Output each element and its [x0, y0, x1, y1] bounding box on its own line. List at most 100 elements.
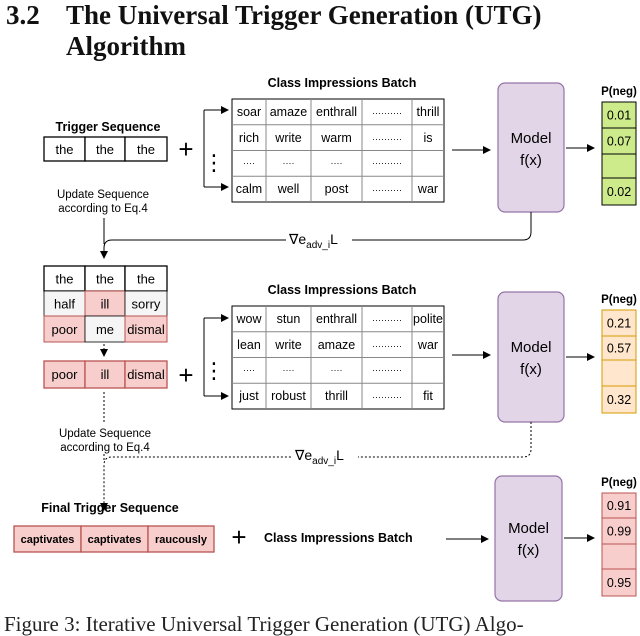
section-title: The Universal Trigger Generation (UTG) — [66, 0, 542, 30]
gradient-label: ∇eadv_iL — [294, 447, 344, 467]
batch-cell: amaze — [318, 338, 356, 352]
model-box: Model f(x) — [497, 82, 565, 213]
batch-cell: ···· — [243, 158, 255, 168]
plus-sign: + — [231, 522, 246, 552]
batch-cell: ···· — [283, 365, 295, 375]
batch-cell: fit — [423, 389, 433, 403]
batch-header: Class Impressions Batch — [268, 283, 417, 297]
pneg-value: 0.32 — [607, 393, 631, 407]
model-function: f(x) — [520, 152, 542, 169]
candidate-token: the — [55, 272, 73, 287]
update-sequence-label: Update Sequence — [57, 189, 149, 201]
trigger-sequence-label: Trigger Sequence — [56, 120, 161, 134]
candidate-token: the — [96, 272, 114, 287]
batch-bracket — [203, 314, 229, 400]
section-number: 3.2 — [6, 0, 40, 30]
batch-cell: war — [417, 182, 438, 196]
plus-sign: + — [178, 360, 193, 390]
batch-header: Class Impressions Batch — [268, 76, 417, 90]
batch-cell: war — [417, 338, 438, 352]
batch-cell: robust — [271, 389, 306, 403]
selected-token: ill — [101, 367, 110, 382]
candidate-token: ill — [101, 297, 110, 312]
batch-cell: well — [277, 182, 300, 196]
utg-figure: Trigger Sequence the the the + ⋮ Class I… — [13, 76, 637, 602]
pneg-value: 0.99 — [607, 525, 631, 539]
final-token: raucously — [155, 534, 208, 546]
model-label: Model — [508, 520, 549, 537]
candidate-token: half — [54, 297, 75, 312]
selected-trigger: poor ill dismal — [43, 360, 168, 389]
batch-cell: wow — [235, 312, 262, 326]
pneg-value: 0.95 — [607, 576, 631, 590]
pneg-header: P(neg) — [601, 477, 637, 489]
model-label: Model — [511, 339, 552, 356]
batch-cell: ·········· — [372, 341, 402, 351]
model-function: f(x) — [520, 361, 542, 378]
batch-cell: ·········· — [372, 315, 402, 325]
section-heading: 3.2 The Universal Trigger Generation (UTG… — [6, 0, 640, 62]
batch-cell: write — [274, 338, 301, 352]
final-trigger-label: Final Trigger Sequence — [41, 501, 179, 515]
batch-label: Class Impressions Batch — [264, 531, 413, 545]
update-sequence-label: according to Eq.4 — [60, 442, 150, 454]
batch-cell: thrill — [325, 389, 348, 403]
model-function: f(x) — [518, 542, 540, 559]
pneg-value: 0.01 — [607, 109, 631, 123]
trigger-token: the — [55, 142, 73, 157]
batch-cell: ···· — [331, 158, 343, 168]
final-token: captivates — [88, 534, 142, 546]
plus-sign: + — [178, 134, 193, 164]
candidate-token: dismal — [127, 322, 165, 337]
section-title-continued: Algorithm — [66, 31, 186, 61]
update-sequence-label: Update Sequence — [59, 428, 151, 440]
candidate-token: sorry — [132, 297, 161, 312]
model-box: Model f(x) — [497, 291, 565, 423]
candidate-token: the — [137, 272, 155, 287]
batch-cell: ·········· — [372, 185, 402, 195]
final-token: captivates — [21, 534, 75, 546]
selected-token: dismal — [127, 367, 165, 382]
pneg-value: 0.57 — [607, 342, 631, 356]
candidate-token: poor — [51, 322, 78, 337]
batch-cell: ·········· — [372, 134, 402, 144]
batch-cell: lean — [237, 338, 261, 352]
class-impressions-batch: wow stun enthrall ·········· polite lean… — [231, 305, 445, 410]
batch-cell: post — [325, 182, 349, 196]
batch-cell: just — [238, 389, 259, 403]
batch-cell: enthrall — [316, 105, 357, 119]
trigger-sequence: the the the — [43, 136, 168, 162]
candidate-token: me — [96, 322, 114, 337]
batch-cell: ···· — [331, 365, 343, 375]
batch-cell: calm — [236, 182, 262, 196]
selected-token: poor — [51, 367, 78, 382]
batch-cell: rich — [239, 131, 259, 145]
pneg-output: 0.01 0.07 0.02 — [601, 101, 637, 206]
pneg-value: 0.91 — [607, 499, 631, 513]
batch-cell: ·········· — [372, 158, 402, 168]
trigger-token: the — [96, 142, 114, 157]
trigger-token: the — [137, 142, 155, 157]
vertical-ellipsis: ⋮ — [203, 150, 225, 175]
batch-cell: stun — [277, 312, 301, 326]
batch-cell: ·········· — [372, 392, 402, 402]
batch-cell: thrill — [417, 105, 440, 119]
update-sequence-label: according to Eq.4 — [58, 203, 148, 215]
final-trigger-sequence: captivates captivates raucously — [13, 525, 215, 553]
pneg-value: 0.02 — [607, 185, 631, 199]
batch-cell: amaze — [270, 105, 308, 119]
batch-cell: ···· — [283, 158, 295, 168]
batch-bracket — [203, 106, 229, 191]
batch-cell: warm — [320, 131, 352, 145]
pneg-output: 0.21 0.57 0.32 — [601, 309, 637, 414]
model-box: Model f(x) — [494, 475, 563, 602]
batch-cell: is — [423, 131, 432, 145]
batch-cell: soar — [237, 105, 261, 119]
figure-caption: Figure 3: Iterative Universal Trigger Ge… — [4, 612, 524, 636]
candidate-grid: the the the half ill sorry poor me disma… — [43, 265, 168, 343]
batch-cell: ···· — [243, 365, 255, 375]
pneg-value: 0.21 — [607, 317, 631, 331]
batch-cell: write — [274, 131, 301, 145]
pneg-header: P(neg) — [601, 294, 637, 306]
pneg-header: P(neg) — [601, 86, 637, 98]
